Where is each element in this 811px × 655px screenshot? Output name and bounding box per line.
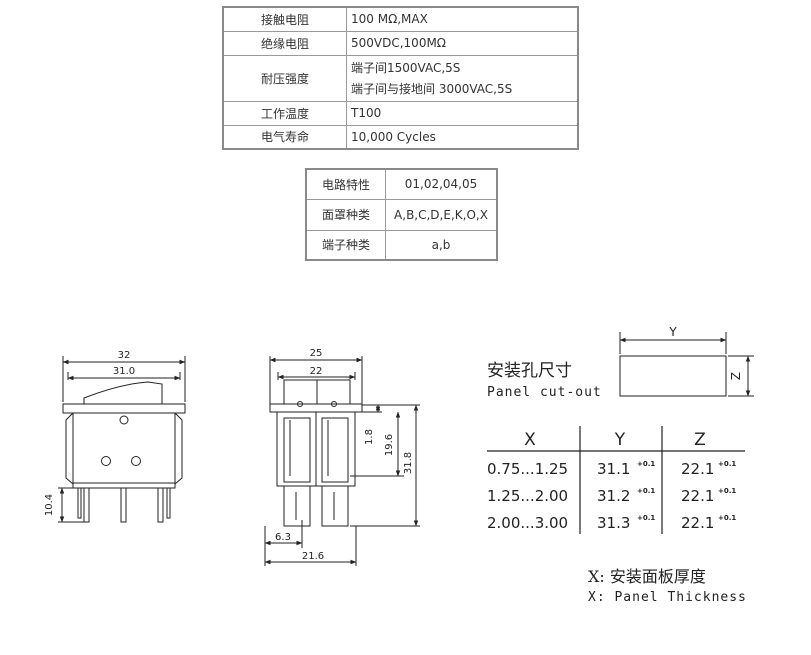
cutout-title-cn: 安装孔尺寸 [487, 361, 572, 381]
table-row: 接触电阻 100 MΩ,MAX [222, 6, 579, 32]
spec-value: 10,000 Cycles [346, 124, 579, 150]
cutout-tolerance: +0.1 [637, 487, 655, 495]
note-en: X: Panel Thickness [588, 590, 747, 605]
cutout-cell-z: 22.1 [681, 460, 714, 478]
dim-front-outer: 32 [118, 350, 131, 361]
dim-side-total: 31.8 [403, 452, 414, 474]
cutout-tolerance: +0.1 [637, 460, 655, 468]
table-row: 端子种类 a,b [305, 229, 498, 261]
dim-side-bottom: 21.6 [302, 551, 324, 562]
cutout-header-y: Y [614, 430, 626, 450]
spec-label: 工作温度 [222, 100, 347, 126]
cutout-cell-z: 22.1 [681, 487, 714, 505]
spec-value-line: 端子间1500VAC,5S [351, 61, 461, 75]
cutout-table [487, 426, 745, 534]
table-row: 工作温度 T100 [222, 100, 579, 126]
cutout-tolerance: +0.1 [718, 460, 736, 468]
dim-side-inner: 22 [310, 366, 323, 377]
spec-value-line: 端子间与接地间 3000VAC,5S [351, 82, 513, 96]
options-table: 电路特性 01,02,04,05 面罩种类 A,B,C,D,E,K,O,X 端子… [305, 168, 498, 261]
spec-value: 100 MΩ,MAX [346, 6, 579, 32]
option-value: a,b [385, 229, 498, 261]
cutout-tolerance: +0.1 [718, 487, 736, 495]
cutout-tolerance: +0.1 [718, 514, 736, 522]
spec-label: 电气寿命 [222, 124, 347, 150]
cutout-cell-x: 2.00...3.00 [487, 514, 568, 532]
dim-side-top: 25 [310, 348, 323, 359]
cutout-y-label: Y [668, 325, 677, 339]
option-value: A,B,C,D,E,K,O,X [385, 198, 498, 231]
cutout-tolerance: +0.1 [637, 514, 655, 522]
front-view [58, 356, 186, 523]
cutout-cell-x: 1.25...2.00 [487, 487, 568, 505]
cutout-cell-y: 31.2 [597, 487, 630, 505]
option-label: 电路特性 [305, 168, 386, 200]
table-row: 电气寿命 10,000 Cycles [222, 124, 579, 150]
cutout-cell-z: 22.1 [681, 514, 714, 532]
dim-front-pin: 10.4 [44, 494, 55, 516]
cutout-header-x: X [524, 430, 536, 450]
table-row: 面罩种类 A,B,C,D,E,K,O,X [305, 198, 498, 231]
table-row: 绝缘电阻 500VDC,100MΩ [222, 30, 579, 56]
cutout-cell-y: 31.1 [597, 460, 630, 478]
cutout-rectangle [619, 332, 754, 397]
table-row: 电路特性 01,02,04,05 [305, 168, 498, 200]
dim-side-small: 1.8 [364, 429, 375, 445]
option-label: 端子种类 [305, 229, 386, 261]
side-view [264, 356, 420, 566]
dim-side-mid: 19.6 [384, 434, 395, 456]
spec-value: 端子间1500VAC,5S 端子间与接地间 3000VAC,5S [346, 54, 579, 102]
cutout-cell-y: 31.3 [597, 514, 630, 532]
cutout-title-en: Panel cut-out [487, 385, 602, 400]
cutout-cell-x: 0.75...1.25 [487, 460, 568, 478]
dim-front-inner: 31.0 [113, 366, 135, 377]
table-row: 耐压强度 端子间1500VAC,5S 端子间与接地间 3000VAC,5S [222, 54, 579, 102]
note-cn: X: 安装面板厚度 [588, 567, 706, 586]
cutout-z-label: Z [729, 372, 743, 380]
spec-table: 接触电阻 100 MΩ,MAX 绝缘电阻 500VDC,100MΩ 耐压强度 端… [222, 6, 579, 150]
dim-side-pin-offset: 6.3 [275, 532, 291, 543]
cutout-header-z: Z [694, 430, 706, 450]
